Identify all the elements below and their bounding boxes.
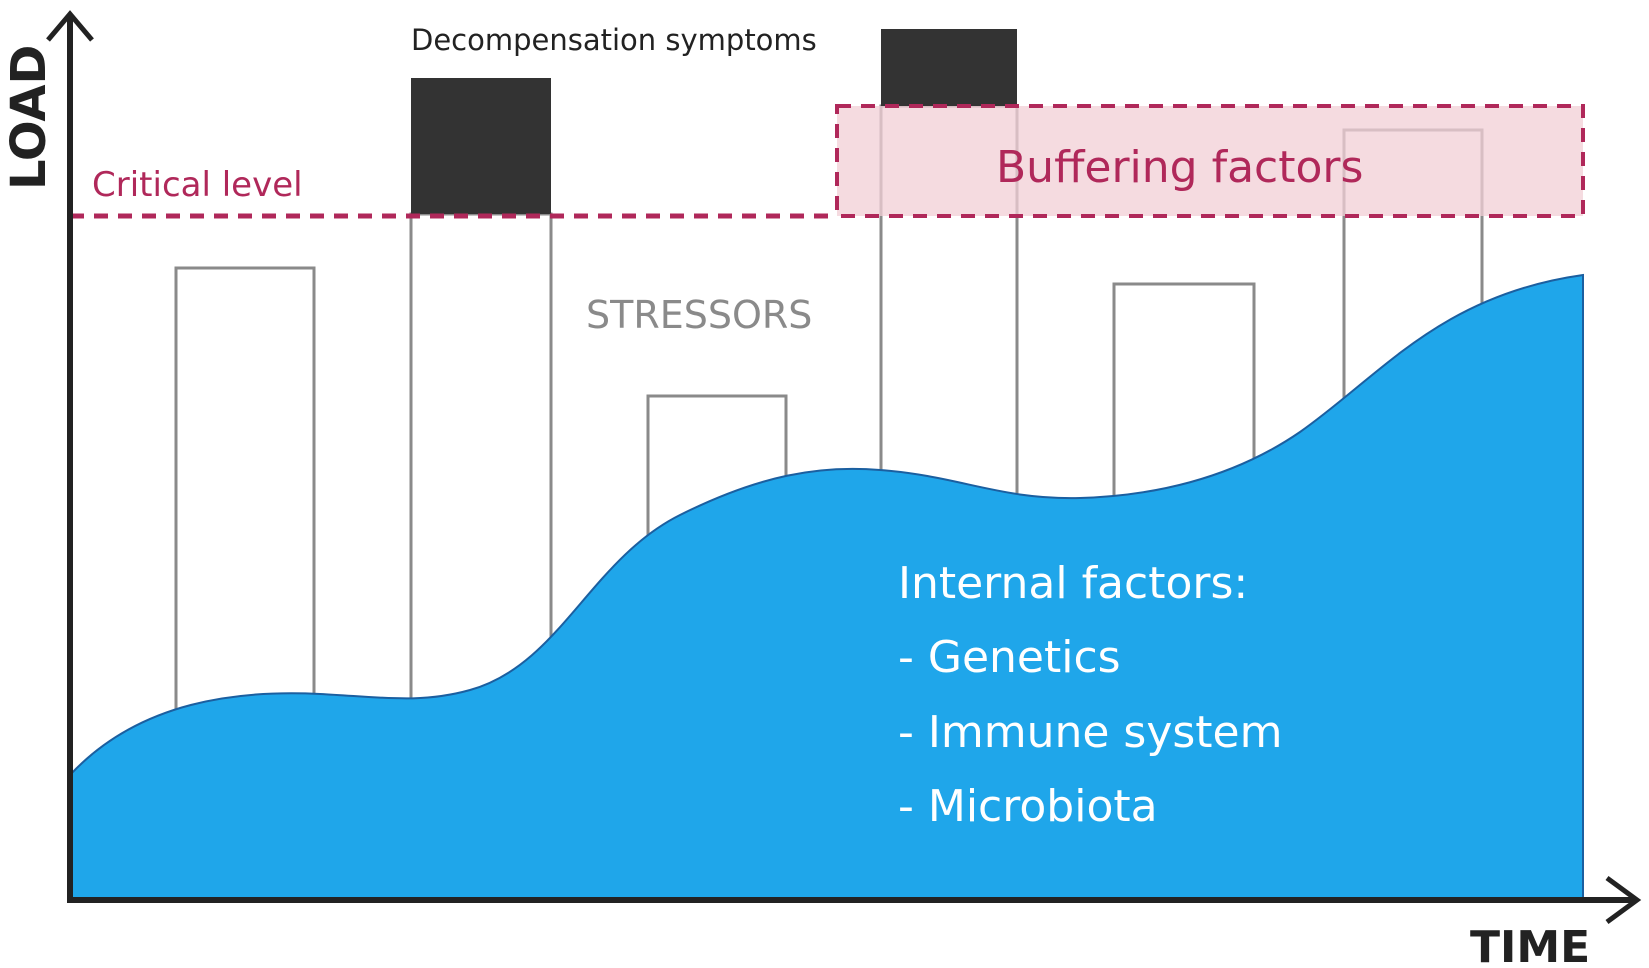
stressor-bar-2 bbox=[409, 212, 553, 716]
internal-factor-item: - Genetics bbox=[898, 632, 1121, 683]
internal-factors-area bbox=[69, 273, 1584, 901]
x-axis-label: TIME bbox=[1470, 922, 1590, 968]
decompensation-label: Decompensation symptoms bbox=[411, 23, 817, 57]
y-axis-label: LOAD bbox=[1, 45, 57, 190]
critical-level-label: Critical level bbox=[92, 165, 303, 205]
internal-factor-item: - Immune system bbox=[898, 707, 1282, 758]
stressors-label: STRESSORS bbox=[586, 293, 812, 337]
internal-factor-item: - Microbiota bbox=[898, 781, 1158, 832]
x-axis-arrow bbox=[1605, 875, 1642, 925]
buffering-zone bbox=[835, 104, 1585, 218]
internal-factors-title: Internal factors: bbox=[898, 558, 1248, 609]
axes bbox=[46, 10, 1642, 925]
symptom-block-2 bbox=[881, 29, 1017, 106]
symptom-block-1 bbox=[411, 78, 551, 214]
stressor-bar-1 bbox=[174, 266, 316, 730]
y-axis-arrow bbox=[46, 10, 94, 42]
buffering-label: Buffering factors bbox=[996, 142, 1363, 193]
